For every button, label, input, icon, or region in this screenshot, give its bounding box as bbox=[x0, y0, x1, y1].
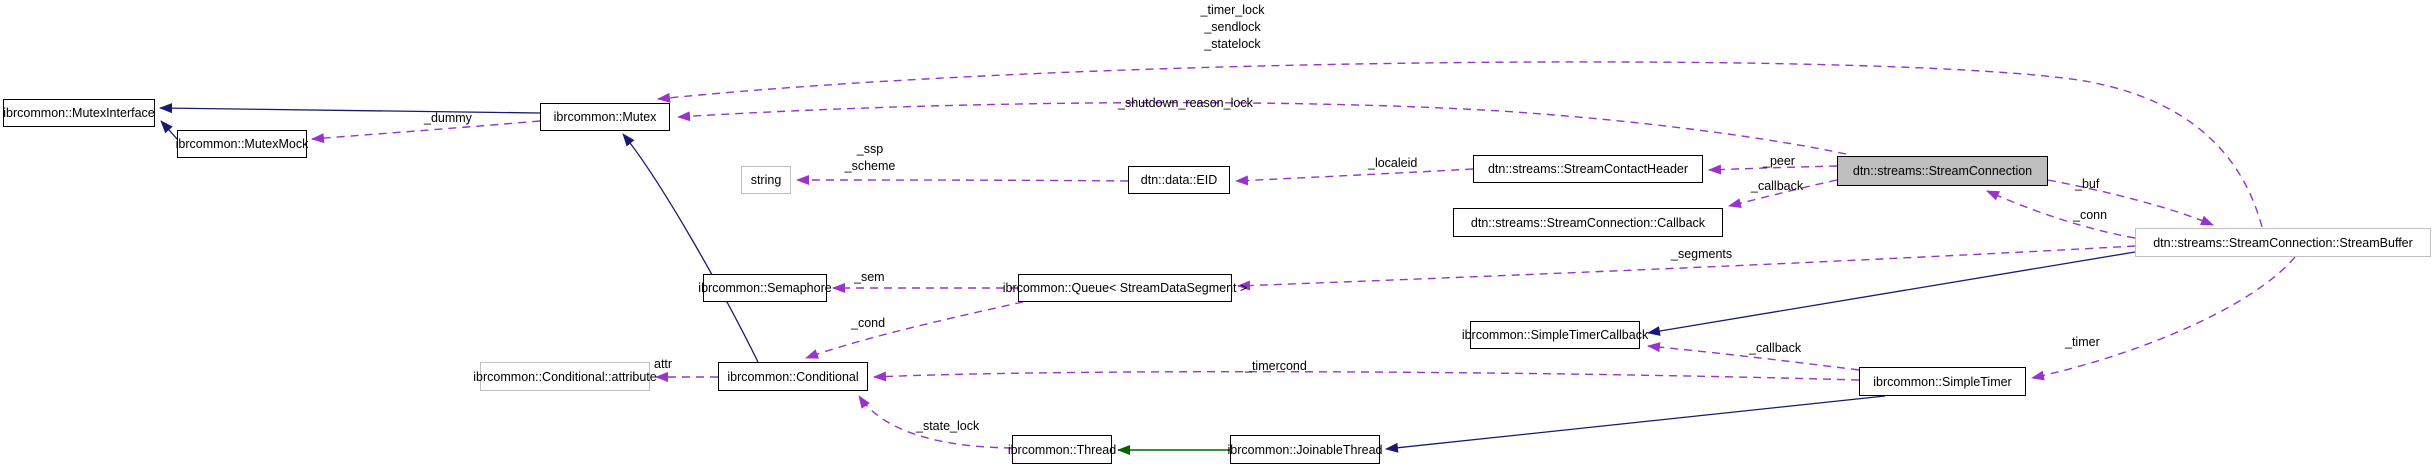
edge-label-shutdown-reason-lock: _shutdown_reason_lock bbox=[1118, 96, 1253, 110]
node-simple-timer[interactable]: ibrcommon::SimpleTimer bbox=[1859, 367, 2026, 396]
edge-label-state-lock: _state_lock bbox=[916, 419, 980, 433]
edge-label-dummy: _dummy bbox=[424, 111, 472, 125]
edge-usage-cond bbox=[805, 301, 1024, 359]
node-stream-connection: dtn::streams::StreamConnection bbox=[1837, 156, 2048, 186]
node-stream-connection-callback[interactable]: dtn::streams::StreamConnection::Callback bbox=[1453, 208, 1723, 237]
edge-usage-shutdown-reason-lock bbox=[677, 101, 1847, 155]
edge-usage-ssp-scheme bbox=[796, 175, 1129, 186]
edge-label-sendlock: _sendlock bbox=[1204, 20, 1261, 34]
edge-label-buf: _buf bbox=[2075, 177, 2100, 191]
node-mutex[interactable]: ibrcommon::Mutex bbox=[540, 103, 670, 131]
node-stream-contact-header[interactable]: dtn::streams::StreamContactHeader bbox=[1473, 155, 1703, 183]
edge-inherit-mutexmock-mutexinterface bbox=[160, 120, 179, 141]
edge-label-localeid: _localeid bbox=[1368, 156, 1418, 170]
edge-label-segments: _segments bbox=[1671, 247, 1733, 261]
edge-usage-segments bbox=[1237, 245, 2136, 291]
node-queue[interactable]: ibrcommon::Queue< StreamDataSegment > bbox=[1003, 274, 1247, 302]
edge-usage-state-lock bbox=[858, 395, 1013, 449]
node-string: string bbox=[741, 166, 791, 194]
node-mutex-interface[interactable]: ibrcommon::MutexInterface bbox=[3, 99, 155, 127]
edge-usage-callback bbox=[1728, 179, 1838, 209]
node-joinable-thread[interactable]: ibrcommon::JoinableThread bbox=[1228, 435, 1382, 464]
edge-label-buffer-mutex-locks: _timer_lock _sendlock _statelock bbox=[1175, 2, 1290, 53]
edge-label-timer: _timer bbox=[2065, 335, 2100, 349]
edge-usage-buffer-mutex-locks bbox=[657, 61, 2263, 228]
edge-label-timer-lock: _timer_lock bbox=[1200, 3, 1265, 17]
edge-label-callback: _callback bbox=[1751, 179, 1804, 193]
edge-usage-peer bbox=[1708, 164, 1838, 175]
edge-inherit-conditional-mutex bbox=[622, 133, 759, 363]
edge-usage-timer-callback bbox=[1647, 342, 1860, 371]
edge-usage-timercond bbox=[873, 370, 1860, 382]
edge-inherit-mutex-mutexinterface bbox=[159, 103, 541, 114]
node-conditional-attribute: ibrcommon::Conditional::attribute bbox=[473, 362, 657, 391]
edge-label-ssp-scheme: _ssp _scheme bbox=[840, 141, 900, 175]
edge-label-peer: _peer bbox=[1763, 154, 1795, 168]
edge-label-attr: attr bbox=[654, 357, 673, 371]
edge-label-scheme: _scheme bbox=[844, 159, 896, 173]
edge-usage-localeid bbox=[1235, 168, 1474, 186]
edge-label-statelock: _statelock bbox=[1204, 37, 1261, 51]
edge-label-conn: _conn bbox=[2073, 208, 2108, 222]
edge-usage-buf bbox=[2047, 179, 2214, 226]
node-thread[interactable]: ibrcommon::Thread bbox=[1008, 435, 1116, 464]
edge-label-timer-callback: _callback bbox=[1749, 341, 1802, 355]
node-semaphore[interactable]: ibrcommon::Semaphore bbox=[698, 274, 832, 302]
edge-usage-dummy bbox=[311, 120, 541, 144]
node-conditional[interactable]: ibrcommon::Conditional bbox=[718, 362, 868, 391]
edge-label-cond: _cond bbox=[851, 316, 886, 330]
node-simple-timer-callback[interactable]: ibrcommon::SimpleTimerCallback bbox=[1462, 321, 1648, 349]
node-mutex-mock[interactable]: ibrcommon::MutexMock bbox=[176, 130, 308, 158]
edge-label-ssp: _ssp bbox=[856, 142, 884, 156]
edge-usage-timer bbox=[2031, 256, 2296, 381]
edge-label-sem: _sem bbox=[854, 270, 885, 284]
edge-inherit-simpletimer-joinablethread bbox=[1385, 395, 1886, 453]
node-stream-buffer: dtn::streams::StreamConnection::StreamBu… bbox=[2135, 228, 2431, 257]
edge-label-timercond: _timercond bbox=[1245, 359, 1307, 373]
node-eid[interactable]: dtn::data::EID bbox=[1128, 166, 1230, 194]
edge-usage-conn bbox=[1986, 190, 2136, 239]
edge-inherit-streambuffer-simpletimercallback bbox=[1647, 251, 2136, 336]
